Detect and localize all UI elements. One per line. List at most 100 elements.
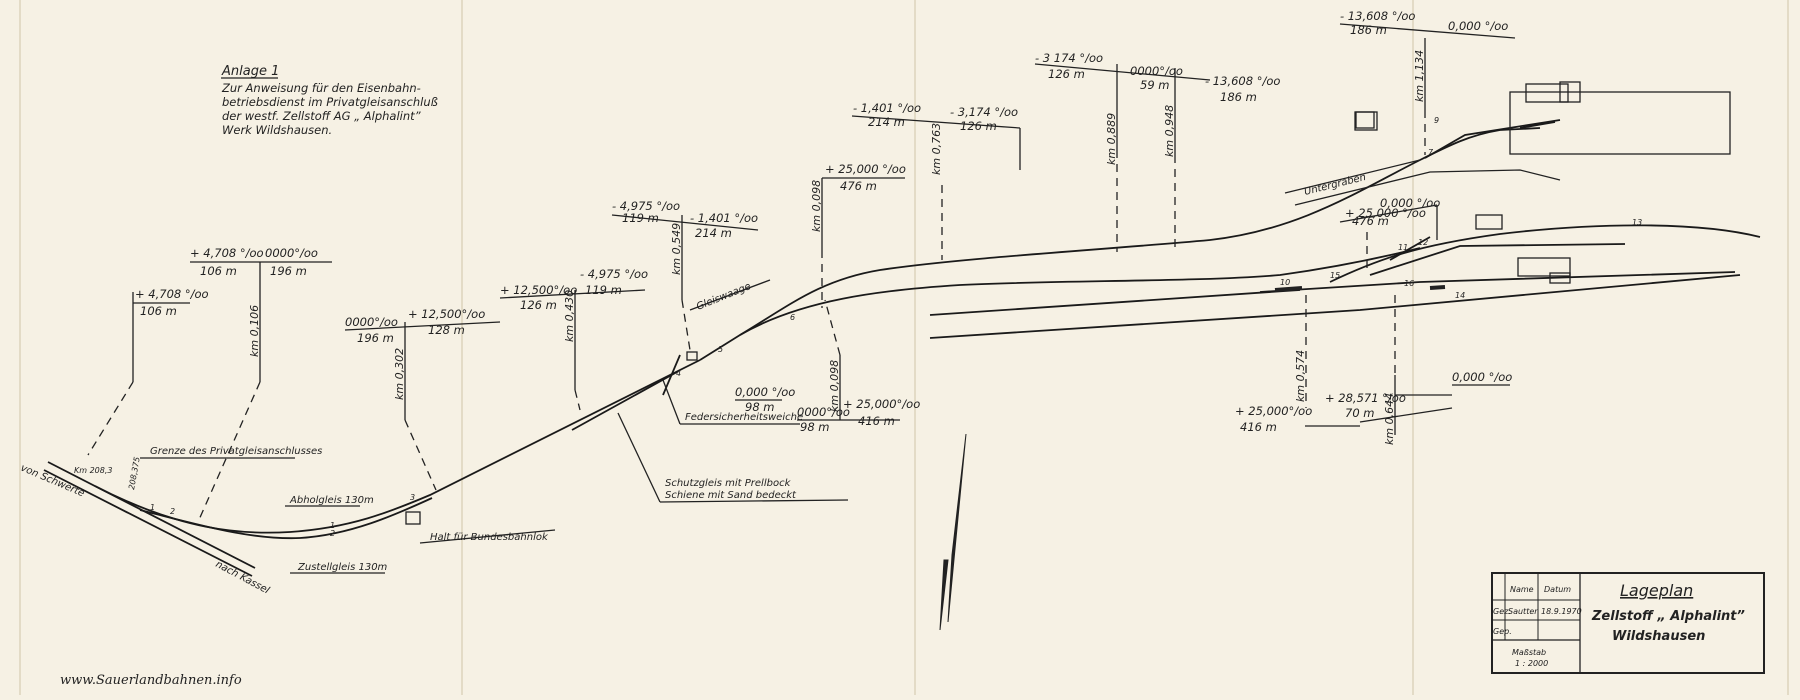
- svg-text:98 m: 98 m: [745, 400, 775, 414]
- untergraben-line-2: [1294, 169, 1561, 206]
- svg-text:Abholgleis 130m: Abholgleis 130m: [289, 495, 374, 506]
- svg-text:+ 25,000°/oo: + 25,000°/oo: [1235, 404, 1312, 418]
- svg-text:0,000 °/oo: 0,000 °/oo: [1448, 19, 1508, 33]
- svg-text:119 m: 119 m: [622, 211, 659, 225]
- svg-text:214 m: 214 m: [868, 115, 905, 129]
- svg-text:2: 2: [170, 507, 175, 516]
- svg-text:0,000 °/oo: 0,000 °/oo: [1380, 196, 1440, 210]
- svg-text:- 3,174 °/oo: - 3,174 °/oo: [950, 105, 1018, 119]
- svg-text:0000°/oo: 0000°/oo: [345, 315, 398, 329]
- svg-text:106 m: 106 m: [140, 304, 177, 318]
- svg-text:186 m: 186 m: [1350, 23, 1387, 37]
- svg-text:Lageplan: Lageplan: [1620, 581, 1693, 600]
- svg-text:+ 4,708 °/oo: + 4,708 °/oo: [135, 287, 209, 301]
- svg-text:4: 4: [676, 369, 681, 378]
- svg-text:km 0,574: km 0,574: [1294, 350, 1307, 402]
- svg-text:10: 10: [1280, 278, 1290, 287]
- factory-spur: [1519, 121, 1556, 129]
- svg-text:0000°/oo: 0000°/oo: [265, 246, 318, 260]
- svg-text:Grenze des Privatgleisanschlus: Grenze des Privatgleisanschlusses: [150, 446, 322, 457]
- main-building: [1509, 91, 1731, 155]
- svg-text:Km 208,3: Km 208,3: [74, 466, 112, 475]
- svg-text:Gez.: Gez.: [1493, 607, 1511, 616]
- svg-text:119 m: 119 m: [585, 283, 622, 297]
- mainline-track-2: [43, 469, 253, 577]
- svg-text:Datum: Datum: [1544, 585, 1571, 594]
- svg-text:0,000 °/oo: 0,000 °/oo: [1452, 370, 1512, 384]
- svg-text:Federsicherheitsweiche: Federsicherheitsweiche: [685, 412, 803, 423]
- svg-text:0000°/oo: 0000°/oo: [797, 405, 850, 419]
- svg-text:196 m: 196 m: [357, 331, 394, 345]
- svg-text:196 m: 196 m: [270, 264, 307, 278]
- svg-text:1 : 2000: 1 : 2000: [1515, 659, 1548, 668]
- svg-text:+ 25,000 °/oo: + 25,000 °/oo: [1345, 206, 1426, 220]
- svg-text:km 0,549: km 0,549: [670, 223, 683, 275]
- svg-text:5: 5: [718, 345, 723, 354]
- header-line-1: Zur Anweisung für den Eisenbahn-: [221, 81, 421, 95]
- siding-track-2: [139, 497, 433, 540]
- building-east-3: [1549, 272, 1571, 284]
- factory-spur-2: [1424, 119, 1561, 159]
- dashed-leaders: [87, 110, 1426, 523]
- svg-text:126 m: 126 m: [1048, 67, 1085, 81]
- svg-text:476 m: 476 m: [840, 179, 877, 193]
- svg-text:Name: Name: [1510, 585, 1534, 594]
- svg-text:18.9.1970: 18.9.1970: [1541, 607, 1582, 616]
- svg-text:59 m: 59 m: [1140, 78, 1170, 92]
- header-line-3: der westf. Zellstoff AG „ Alphalint”: [222, 109, 422, 123]
- svg-text:3: 3: [410, 493, 415, 502]
- gradient-markers: [132, 23, 1516, 435]
- svg-text:km 0,644: km 0,644: [1383, 393, 1396, 445]
- building-east-1: [1475, 214, 1503, 230]
- svg-text:16: 16: [1404, 279, 1414, 288]
- building-annex-1: [1525, 83, 1569, 103]
- svg-text:12: 12: [1418, 238, 1428, 247]
- svg-text:13: 13: [1632, 218, 1642, 227]
- spur-5: [1259, 271, 1736, 293]
- watermark: www.Sauerlandbahnen.info: [60, 673, 242, 688]
- svg-text:Maßstab: Maßstab: [1512, 648, 1546, 657]
- gradient-labels: + 4,708 °/oo 106 m + 4,708 °/oo 106 m 00…: [135, 9, 1512, 434]
- svg-text:- 13,608 °/oo: - 13,608 °/oo: [1340, 9, 1415, 23]
- svg-text:Schiene mit Sand bedeckt: Schiene mit Sand bedeckt: [665, 490, 797, 501]
- west-box: [1355, 111, 1375, 129]
- untergraben-line-1: [1284, 159, 1421, 194]
- svg-text:126 m: 126 m: [520, 298, 557, 312]
- svg-text:km 0,106: km 0,106: [248, 305, 261, 357]
- svg-text:+ 28,571 °/oo: + 28,571 °/oo: [1325, 391, 1406, 405]
- svg-text:98 m: 98 m: [800, 420, 830, 434]
- svg-text:+ 12,500°/oo: + 12,500°/oo: [500, 283, 577, 297]
- spur-7: [1369, 243, 1626, 276]
- svg-text:- 13,608 °/oo: - 13,608 °/oo: [1205, 74, 1280, 88]
- svg-text:km 0,889: km 0,889: [1105, 113, 1118, 165]
- svg-text:- 3 174 °/oo: - 3 174 °/oo: [1035, 51, 1103, 65]
- svg-text:km 1,134: km 1,134: [1413, 50, 1426, 102]
- switch-numbers: 1 2 1 2 3 4 5 6 7 9 10 11 12 13 14 15 16: [150, 116, 1642, 538]
- svg-text:Schutzgleis mit Prellbock: Schutzgleis mit Prellbock: [665, 478, 792, 489]
- svg-text:km 0,948: km 0,948: [1163, 105, 1176, 157]
- spur-8: [1389, 236, 1431, 261]
- header-line-2: betriebsdienst im Privatgleisanschluß: [222, 95, 438, 109]
- svg-text:7: 7: [1428, 148, 1434, 157]
- svg-text:+ 12,500°/oo: + 12,500°/oo: [408, 307, 485, 321]
- svg-text:128 m: 128 m: [428, 323, 465, 337]
- track-symbols: [405, 111, 1446, 525]
- svg-text:214 m: 214 m: [695, 226, 732, 240]
- svg-text:416 m: 416 m: [858, 414, 895, 428]
- spur-6: [1329, 224, 1761, 283]
- svg-text:Halt für Bundesbahnlok: Halt für Bundesbahnlok: [430, 532, 549, 543]
- svg-text:km 0,098: km 0,098: [810, 180, 823, 232]
- annex-label: Anlage 1: [221, 64, 279, 79]
- title-block: Name Datum Gez. Gep. Sautter 18.9.1970 L…: [1491, 572, 1765, 674]
- spur-2: [739, 247, 1421, 336]
- svg-text:9: 9: [1434, 116, 1439, 125]
- svg-text:6: 6: [790, 313, 795, 322]
- svg-text:km 0,302: km 0,302: [393, 348, 406, 400]
- svg-text:126 m: 126 m: [960, 119, 997, 133]
- svg-text:14: 14: [1455, 291, 1465, 300]
- svg-text:- 4,975 °/oo: - 4,975 °/oo: [580, 267, 648, 281]
- svg-text:km 0,763: km 0,763: [930, 123, 943, 175]
- header-line-4: Werk Wildshausen.: [222, 123, 332, 137]
- svg-text:- 4,975 °/oo: - 4,975 °/oo: [612, 199, 680, 213]
